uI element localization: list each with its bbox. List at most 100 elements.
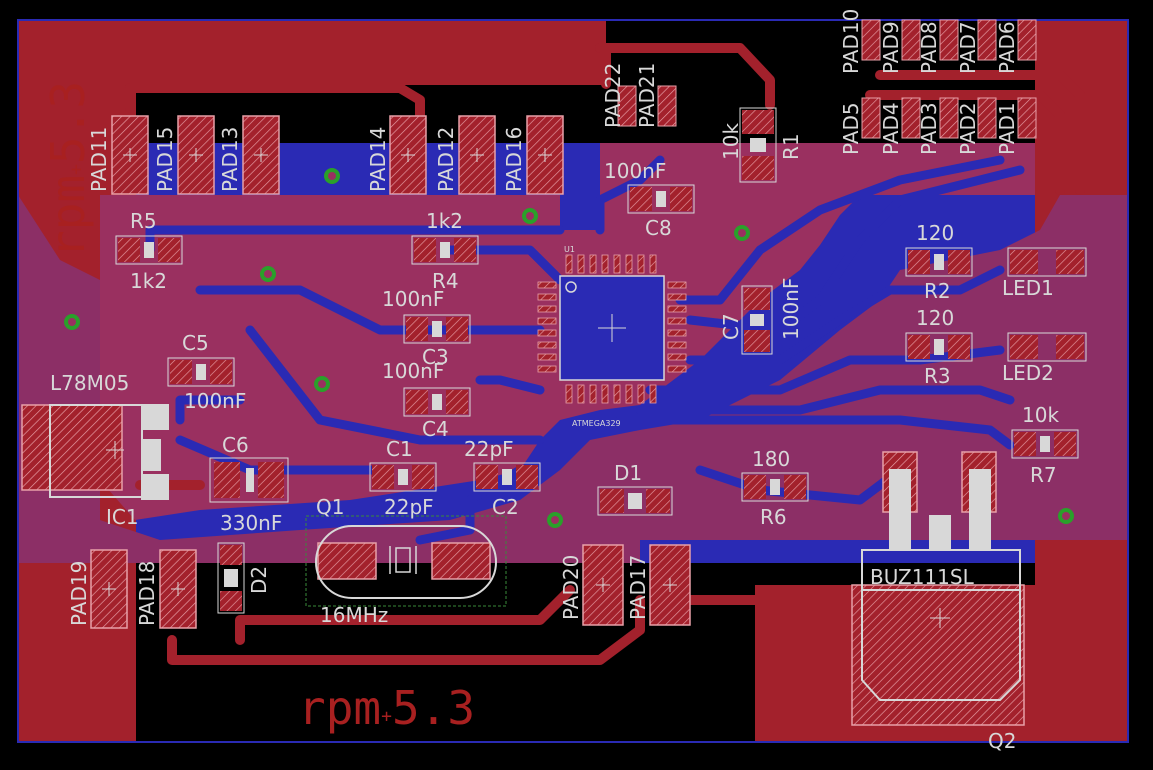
d1-footprint (597, 486, 673, 516)
c7-footprint (741, 285, 773, 355)
r5-value-label: 1k2 (130, 269, 167, 293)
via (522, 208, 538, 224)
pad19-label: PAD19 (67, 561, 91, 626)
q1-label: Q1 (316, 495, 344, 519)
pad8-label: PAD8 (917, 21, 941, 74)
silk-vertical-labels: PAD11 PAD15 PAD13 PAD14 PAD12 PAD16 PAD2… (67, 9, 1019, 626)
r3-footprint (905, 332, 973, 362)
top-traces (125, 43, 1085, 665)
pad12-label: PAD12 (434, 127, 458, 192)
c1-footprint (369, 462, 437, 492)
chip-labels: U1 ATMEGA329 (564, 245, 621, 428)
pad3-label: PAD3 (917, 102, 941, 155)
c5-label: C5 (182, 331, 209, 355)
version-text-vertical: rpm+5.3 (41, 81, 95, 258)
r1-value-label: 10k (719, 123, 743, 160)
d2-footprint (217, 542, 245, 614)
r4-value-label: 1k2 (426, 209, 463, 233)
pad16-label: PAD16 (502, 127, 526, 192)
via (314, 376, 330, 392)
r3-value-label: 120 (916, 306, 954, 330)
d1-label: D1 (614, 461, 642, 485)
version-text-bottom: rpm+5.3 (298, 681, 475, 735)
r3-label: R3 (924, 364, 951, 388)
c7-value-label: 100nF (779, 278, 803, 340)
pad10-label: PAD10 (839, 9, 863, 74)
c3-footprint (403, 314, 471, 344)
ic1-outline (49, 404, 169, 500)
pad22-label: PAD22 (601, 63, 625, 128)
via (734, 225, 750, 241)
ic1-tab-pad (21, 404, 123, 491)
r4-footprint (411, 235, 479, 265)
passive-footprints (115, 107, 1087, 614)
q2-mosfet-outline (861, 469, 1021, 701)
c4-value-label: 100nF (382, 359, 444, 383)
c8-label: C8 (645, 216, 672, 240)
u1-label: U1 (564, 245, 575, 254)
pad1-label: PAD1 (995, 102, 1019, 155)
via (64, 314, 80, 330)
pad11-label: PAD11 (87, 127, 111, 192)
c8-value-label: 100nF (604, 159, 666, 183)
pad13-label: PAD13 (218, 127, 242, 192)
c2-label: C2 (492, 495, 519, 519)
r2-value-label: 120 (916, 221, 954, 245)
q1-pad2 (431, 542, 491, 580)
via (1058, 508, 1074, 524)
bottom-traces (145, 155, 1025, 545)
r5-footprint (115, 235, 183, 265)
d2-label: D2 (247, 566, 271, 594)
u1-value-label: ATMEGA329 (572, 419, 621, 428)
r7-label: R7 (1030, 463, 1057, 487)
r6-value-label: 180 (752, 447, 790, 471)
q2-label: Q2 (988, 729, 1016, 753)
q2-value-label: BUZ111SL (870, 565, 975, 589)
board-outline (17, 19, 1129, 743)
r6-footprint (741, 472, 809, 502)
led2-footprint (1007, 332, 1087, 362)
ic1-label: IC1 (106, 505, 139, 529)
pad5-label: PAD5 (839, 102, 863, 155)
r2-label: R2 (924, 279, 951, 303)
u1-atmega-chip (537, 254, 687, 404)
pad20-label: PAD20 (559, 555, 583, 620)
pad17-label: PAD17 (626, 555, 650, 620)
pad21-label: PAD21 (635, 63, 659, 128)
c1-label: C1 (386, 437, 413, 461)
led1-footprint (1007, 247, 1087, 277)
c1-value-label: 22pF (384, 495, 434, 519)
pad14-label: PAD14 (366, 127, 390, 192)
r1-label: R1 (779, 133, 803, 160)
c8-footprint (627, 184, 695, 214)
c7-label: C7 (719, 313, 743, 340)
header-pads (617, 19, 1037, 139)
via (547, 512, 563, 528)
c3-label: C3 (422, 345, 449, 369)
c5-value-label: 100nF (184, 389, 246, 413)
c4-footprint (403, 387, 471, 417)
c6-value-label: 330nF (220, 511, 282, 535)
board-version-text: rpm+5.3 rpm+5.3 (41, 81, 475, 735)
pad4-label: PAD4 (879, 102, 903, 155)
c6-label: C6 (222, 433, 249, 457)
r5-label: R5 (130, 209, 157, 233)
via (324, 168, 340, 184)
c2-value-label: 22pF (464, 437, 514, 461)
c2-footprint (473, 462, 541, 492)
q1-pad1 (317, 542, 377, 580)
vias (64, 168, 1074, 528)
pad6-label: PAD6 (995, 21, 1019, 74)
c4-label: C4 (422, 417, 449, 441)
led2-label: LED2 (1002, 361, 1054, 385)
q2-tab-pad (851, 584, 1025, 726)
pad15-label: PAD15 (153, 127, 177, 192)
via (260, 266, 276, 282)
r4-label: R4 (432, 269, 459, 293)
ic1-value-label: L78M05 (50, 371, 129, 395)
r2-footprint (905, 247, 973, 277)
pad9-label: PAD9 (879, 21, 903, 74)
c6-footprint (209, 457, 289, 503)
pad7-label: PAD7 (956, 21, 980, 74)
